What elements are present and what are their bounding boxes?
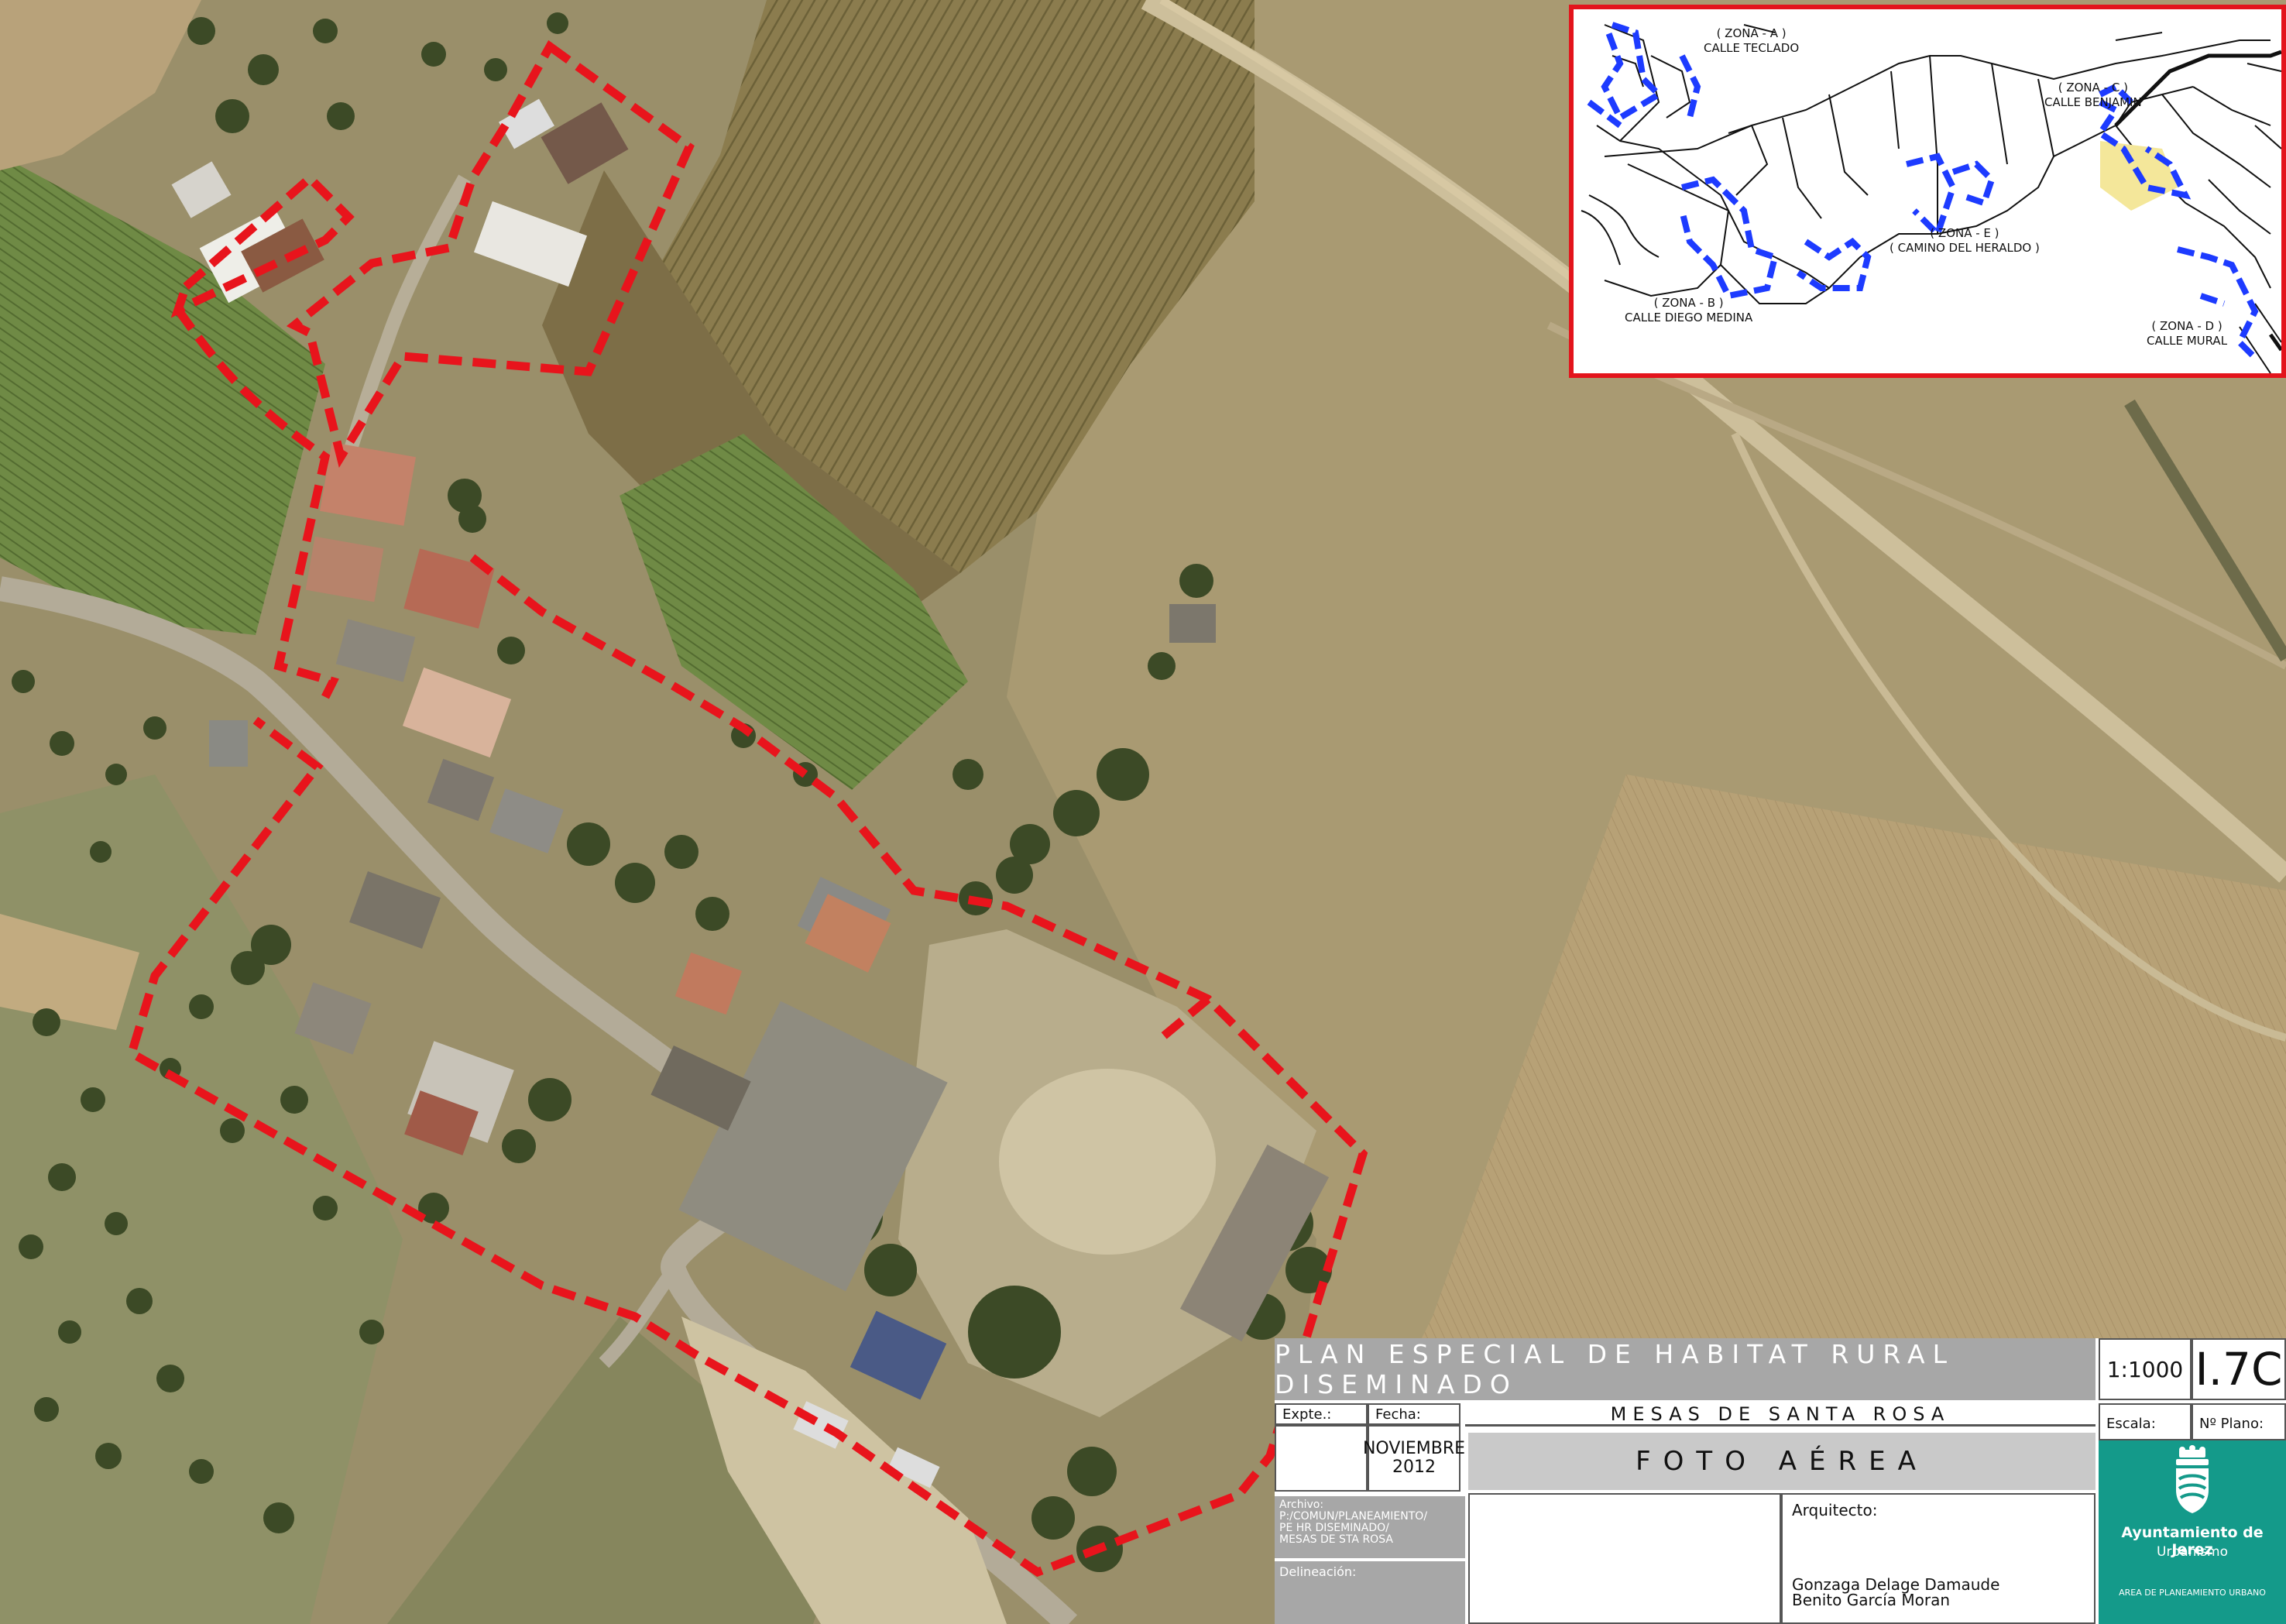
zone-a-street: CALLE TECLADO <box>1704 41 1800 55</box>
crest-icon <box>2176 1445 2209 1513</box>
zone-a-label: ( ZONA - A ) CALLE TECLADO <box>1704 26 1799 56</box>
scale-value: 1:1000 <box>2099 1338 2192 1400</box>
plan-title: PLAN ESPECIAL DE HABITAT RURAL DISEMINAD… <box>1275 1338 2096 1400</box>
building-group <box>171 98 1330 1488</box>
expte-value <box>1275 1425 1368 1492</box>
arquitecto-block: Arquitecto: Gonzaga Delage Damaude Benit… <box>1781 1493 2096 1624</box>
vegetable-plot <box>620 434 968 790</box>
arquitecto-name-1: Gonzaga Delage Damaude <box>1792 1575 2000 1594</box>
sheet-title: FOTO AÉREA <box>1468 1433 2096 1490</box>
archivo-label: Archivo: <box>1279 1499 1324 1511</box>
org-area: AREA DE PLANEAMIENTO URBANO <box>2119 1588 2266 1598</box>
org-name: Ayuntamiento de Jerez <box>2121 1524 2264 1558</box>
fecha-month: NOVIEMBRE <box>1362 1439 1466 1458</box>
zone-e-code: ( ZONA - E ) <box>1930 226 1999 240</box>
arquitecto-label: Arquitecto: <box>1792 1501 1878 1519</box>
blank-cell <box>1468 1493 1781 1624</box>
location-inset-map: ( ZONA - A ) CALLE TECLADO ( ZONA - C ) … <box>1569 5 2286 378</box>
archivo-line-3: MESAS DE STA ROSA <box>1279 1533 1393 1546</box>
arquitecto-name-2: Benito García Moran <box>1792 1591 1951 1609</box>
fecha-year: 2012 <box>1392 1457 1436 1477</box>
org-dept: Urbanismo <box>2157 1544 2228 1560</box>
inset-linework <box>1581 22 2281 373</box>
archivo-line-2: PE HR DISEMINADO/ <box>1279 1522 1389 1534</box>
title-block: PLAN ESPECIAL DE HABITAT RURAL DISEMINAD… <box>1275 1338 2286 1624</box>
zone-d-code: ( ZONA - D ) <box>2151 319 2222 333</box>
delineacion-block: Delineación: <box>1275 1561 1465 1624</box>
subtitle: MESAS DE SANTA ROSA <box>1465 1403 2096 1427</box>
archivo-line-1: P:/COMUN/PLANEAMIENTO/ <box>1279 1510 1428 1523</box>
delineacion-label: Delineación: <box>1279 1564 1357 1579</box>
ayuntamiento-logo: Ayuntamiento de Jerez Urbanismo AREA DE … <box>2099 1440 2286 1624</box>
zone-e-street: ( CAMINO DEL HERALDO ) <box>1890 241 2040 255</box>
zone-d-label: ( ZONA - D ) CALLE MURAL <box>2147 319 2227 348</box>
zone-a-code: ( ZONA - A ) <box>1716 26 1787 40</box>
archivo-block: Archivo: P:/COMUN/PLANEAMIENTO/ PE HR DI… <box>1275 1496 1465 1558</box>
zone-b-label: ( ZONA - B ) CALLE DIEGO MEDINA <box>1625 296 1752 325</box>
fecha-value: NOVIEMBRE 2012 <box>1363 1425 1465 1492</box>
zone-d-street: CALLE MURAL <box>2147 334 2228 348</box>
plan-boundary <box>126 39 1368 1578</box>
zone-c-label: ( ZONA - C ) CALLE BENJAMIN <box>2044 81 2142 110</box>
zone-c-code: ( ZONA - C ) <box>2058 81 2128 94</box>
crop-field <box>635 0 1255 573</box>
escala-label: Escala: <box>2099 1403 2192 1440</box>
zone-b-code: ( ZONA - B ) <box>1653 296 1724 310</box>
fecha-label: Fecha: <box>1368 1403 1460 1425</box>
plano-label: Nº Plano: <box>2192 1403 2286 1440</box>
zone-b-street: CALLE DIEGO MEDINA <box>1625 311 1753 324</box>
zone-e-label: ( ZONA - E ) ( CAMINO DEL HERALDO ) <box>1890 226 2040 256</box>
zone-c-street: CALLE BENJAMIN <box>2044 95 2142 109</box>
plan-number: I.7C <box>2192 1338 2286 1400</box>
expte-label: Expte.: <box>1275 1403 1368 1425</box>
